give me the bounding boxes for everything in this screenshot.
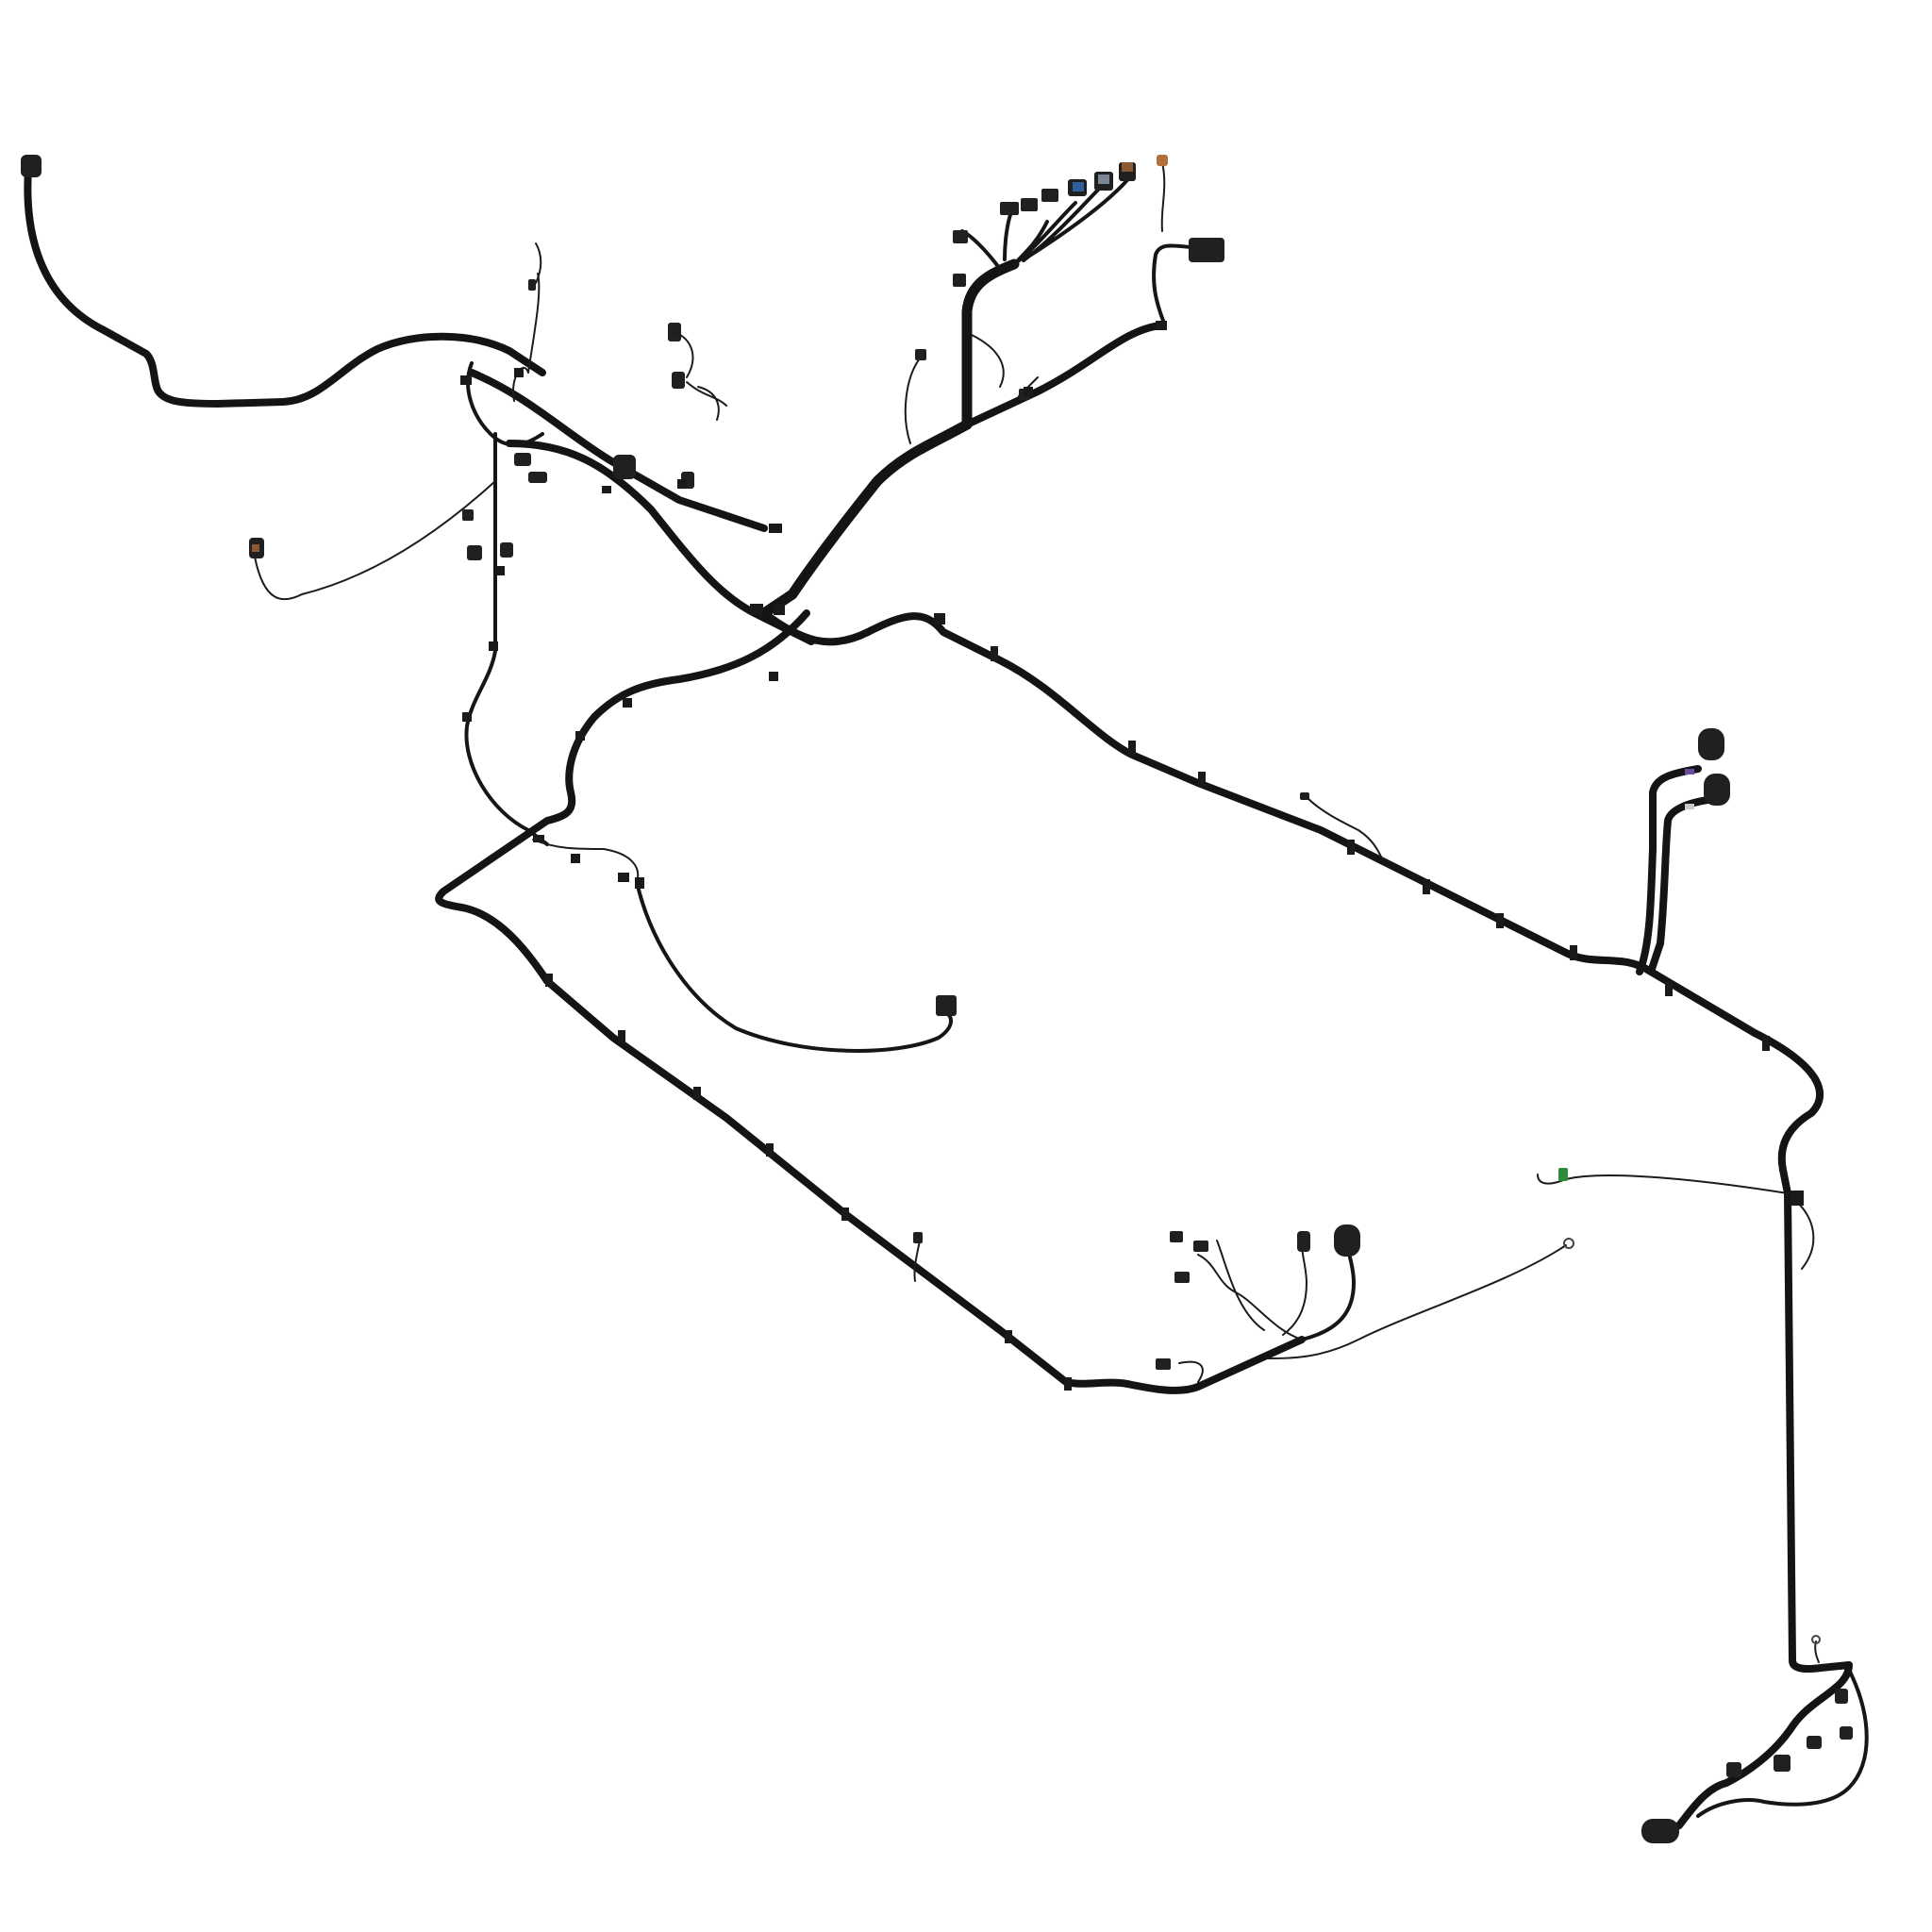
right-vertical-trunk (1784, 1190, 1853, 1673)
fuse-relay-connectors[interactable] (953, 162, 1136, 287)
mid-curve-to-connector (635, 880, 953, 1053)
upper-connector-cluster[interactable] (514, 323, 694, 489)
diagonal-side-connector[interactable] (1300, 792, 1309, 800)
right-upper-riser-2 (1647, 796, 1711, 975)
long-diagonal-trunk (760, 609, 1824, 1197)
bottom-right-ring-terminal[interactable] (1811, 1635, 1821, 1644)
upper-bundle-clips (460, 321, 1167, 741)
lower-left-stub-connector[interactable] (913, 1232, 923, 1243)
round-socket-connector[interactable] (1189, 238, 1224, 262)
far-left-connector[interactable] (249, 538, 264, 558)
small-top-connector[interactable] (1157, 155, 1168, 166)
left-long-branch (24, 166, 546, 408)
left-descending-wire (464, 432, 549, 846)
fuse-box-trunk (961, 258, 1020, 430)
upper-secondary-bundle (506, 440, 815, 645)
bottom-right-connectors[interactable] (1641, 1689, 1853, 1843)
bottom-center-connectors[interactable] (1156, 1224, 1360, 1370)
top-left-round-connector[interactable] (21, 155, 42, 177)
small-upper-pin-connector[interactable] (528, 279, 536, 291)
upper-pin-lead (535, 242, 542, 284)
right-upper-elbow-connectors[interactable] (1685, 728, 1730, 809)
mid-cross-clips (533, 835, 644, 889)
lower-left-clips (545, 974, 1072, 1391)
bottom-right-bundle (1657, 1661, 1853, 1839)
bottom-center-fan (1178, 1240, 1307, 1383)
green-right-connector[interactable] (1558, 1168, 1568, 1181)
right-vertical-loop (1791, 1197, 1815, 1270)
diagonal-clips (991, 646, 1770, 1051)
left-connector-stack[interactable] (462, 509, 513, 560)
right-upper-riser (1636, 765, 1702, 975)
ring-terminal-wire (1263, 1244, 1567, 1359)
right-fine-wire (1537, 1174, 1789, 1194)
bottom-center-branch (1300, 1243, 1356, 1341)
right-vertical-clip (1790, 1191, 1804, 1206)
upper-connector-leads (512, 273, 727, 407)
fuse-fanout (960, 173, 1134, 271)
right-fuse-lead (1152, 243, 1195, 327)
mid-cross-wire (532, 839, 640, 883)
green-lead (697, 386, 720, 421)
upper-diagonal-bundle (468, 369, 768, 532)
mid-ring-terminal[interactable] (1563, 1238, 1574, 1249)
central-cross-bundle (758, 419, 973, 619)
small-top-connector-lead (1160, 161, 1166, 232)
bottom-right-loop (1696, 1668, 1869, 1818)
central-cross-bundle-2 (963, 322, 1164, 428)
lower-left-stub (913, 1240, 921, 1282)
lower-left-descending (435, 609, 1306, 1394)
bottom-right-ring-lead (1814, 1641, 1820, 1663)
diagonal-side-lead (1306, 796, 1383, 859)
fuse-side-connectors[interactable] (915, 349, 1030, 400)
mid-square-connector[interactable] (936, 995, 957, 1016)
far-left-connector-wire (254, 480, 496, 601)
